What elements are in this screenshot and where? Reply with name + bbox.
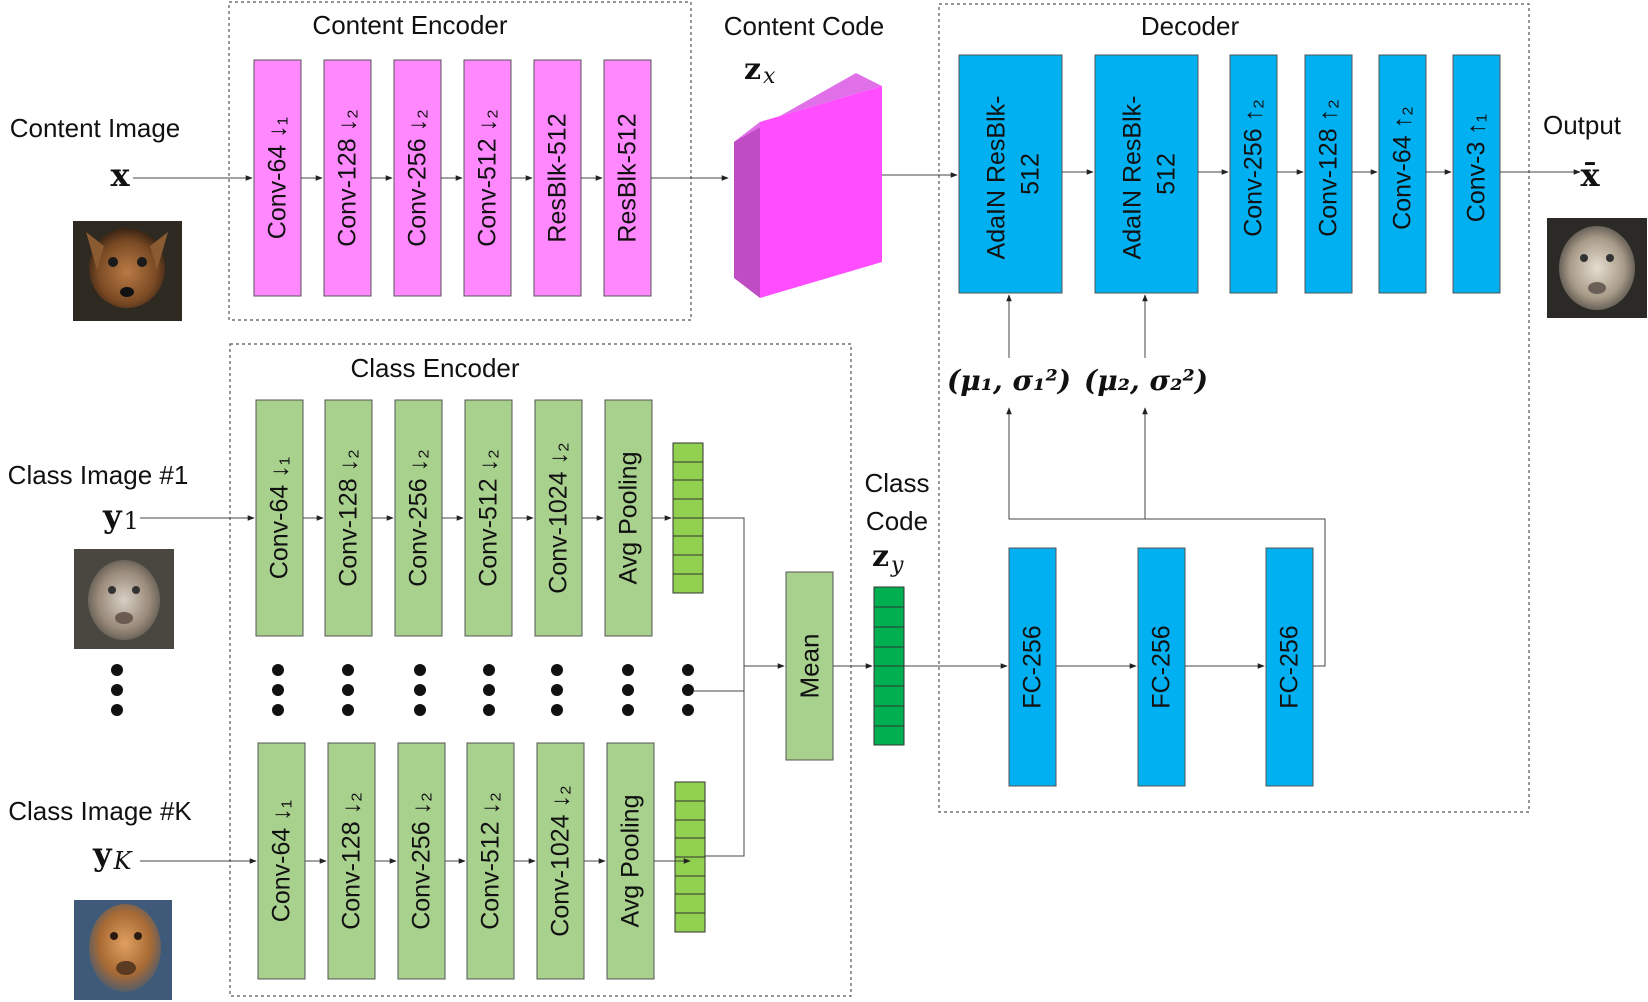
decoder-title: Decoder (1141, 11, 1240, 41)
adain-params-1: (μ₁, σ₁²) (947, 364, 1071, 397)
decoder-conv-block-3 (1378, 54, 1427, 294)
content-block-1 (253, 59, 302, 297)
lion-cub-photo-icon (1547, 218, 1647, 318)
class-block-5 (534, 399, 583, 637)
mean-label: Mean (795, 633, 825, 698)
decoder-blocks: AdaIN ResBlk- 512 AdaIN ResBlk- 512 Conv… (958, 54, 1501, 294)
adain-label-2: AdaIN ResBlk- 512 (1119, 89, 1181, 260)
y1-symbol: y1 (102, 497, 139, 535)
class-code-title-line1: Class (864, 468, 929, 498)
class-block-label-5: Conv-1024 ↓₂ (545, 442, 573, 593)
fc-blocks: FC-256 FC-256 FC-256 (1008, 547, 1314, 787)
decoder-conv-label-3: Conv-64 ↑₂ (1389, 106, 1417, 230)
content-block-2 (323, 59, 372, 297)
class-block-6 (604, 399, 653, 637)
adain-block-2 (1094, 54, 1199, 294)
content-block-3 (393, 59, 442, 297)
class-block-2 (324, 399, 373, 637)
content-encoder-title: Content Encoder (312, 10, 507, 40)
class-encoder-row-1: Conv-64 ↓₁ Conv-128 ↓₂ Conv-256 ↓₂ Conv-… (255, 399, 653, 637)
connectors (133, 169, 1581, 864)
class-feature-vector-1 (672, 442, 704, 594)
content-block-label-3: Conv-256 ↓₂ (404, 109, 432, 247)
adain-params-2: (μ₂, σ₂²) (1084, 364, 1208, 397)
content-block-label-6: ResBlk-512 (614, 113, 642, 242)
cougar-photo-icon (74, 900, 172, 1000)
class-encoder-frame (229, 343, 852, 997)
decoder-conv-label-4: Conv-3 ↑₁ (1463, 114, 1491, 222)
class-block-k-label-5: Conv-1024 ↓₂ (547, 785, 575, 936)
dog-photo-icon (73, 221, 182, 321)
zx-symbol: zx (744, 52, 776, 89)
content-block-label-4: Conv-512 ↓₂ (474, 109, 502, 247)
class-block-k-6 (606, 742, 655, 980)
class-code-vector (873, 586, 905, 746)
decoder-conv-label-1: Conv-256 ↑₂ (1240, 99, 1268, 237)
content-block-5 (533, 59, 582, 297)
class-block-3 (394, 399, 443, 637)
yk-symbol: yK (92, 835, 134, 875)
class-image-1-label: Class Image #1 (8, 460, 189, 490)
content-block-label-5: ResBlk-512 (544, 113, 572, 242)
class-block-label-3: Conv-256 ↓₂ (405, 449, 433, 587)
content-code-title: Content Code (724, 11, 884, 41)
x-hat-symbol: x̄ (1580, 156, 1600, 194)
class-encoder-row-k: Conv-64 ↓₁ Conv-128 ↓₂ Conv-256 ↓₂ Conv-… (257, 742, 655, 980)
class-block-k-4 (466, 742, 515, 980)
zy-symbol: zy (872, 539, 904, 578)
class-block-label-2: Conv-128 ↓₂ (335, 449, 363, 587)
x-symbol: x (110, 156, 130, 194)
adain-label-1: AdaIN ResBlk- 512 (983, 89, 1045, 260)
content-block-label-2: Conv-128 ↓₂ (334, 109, 362, 247)
content-block-6 (603, 59, 652, 297)
class-block-k-3 (397, 742, 446, 980)
class-block-4 (464, 399, 513, 637)
adain-block-1 (958, 54, 1063, 294)
class-code-title-line2: Code (866, 506, 928, 536)
class-block-label-6: Avg Pooling (615, 452, 643, 585)
decoder-conv-label-2: Conv-128 ↑₂ (1315, 99, 1343, 237)
content-block-label-1: Conv-64 ↓₁ (264, 117, 292, 239)
content-code-cube (734, 73, 882, 298)
class-block-k-label-3: Conv-256 ↓₂ (408, 792, 436, 930)
fc-block-2 (1137, 547, 1186, 787)
class-block-k-label-2: Conv-128 ↓₂ (338, 792, 366, 930)
class-block-k-1 (257, 742, 306, 980)
class-block-k-2 (327, 742, 376, 980)
class-block-k-label-1: Conv-64 ↓₁ (268, 800, 296, 922)
content-block-4 (463, 59, 512, 297)
content-encoder-blocks: Conv-64 ↓₁ Conv-128 ↓₂ Conv-256 ↓₂ Conv-… (253, 59, 652, 297)
class-block-k-label-4: Conv-512 ↓₂ (477, 792, 505, 930)
content-encoder-frame (228, 1, 692, 321)
class-block-label-1: Conv-64 ↓₁ (266, 457, 294, 579)
class-feature-vector-k (674, 781, 706, 933)
class-block-k-label-6: Avg Pooling (617, 795, 645, 928)
content-image-label: Content Image (10, 113, 181, 143)
fc-label-3: FC-256 (1276, 625, 1304, 708)
class-image-k-label: Class Image #K (8, 796, 192, 826)
decoder-conv-block-4 (1452, 54, 1501, 294)
decoder-conv-block-1 (1229, 54, 1278, 294)
ellipsis-dots (111, 664, 694, 716)
fc-label-1: FC-256 (1019, 625, 1047, 708)
fc-block-1 (1008, 547, 1057, 787)
decoder-conv-block-2 (1304, 54, 1353, 294)
decoder-frame (938, 3, 1530, 813)
class-block-k-5 (536, 742, 585, 980)
class-encoder-title: Class Encoder (350, 353, 519, 383)
class-block-label-4: Conv-512 ↓₂ (475, 449, 503, 587)
mean-block (785, 571, 834, 761)
cougar-photo-icon (74, 549, 174, 649)
fc-block-3 (1265, 547, 1314, 787)
output-label: Output (1543, 110, 1622, 140)
fc-label-2: FC-256 (1148, 625, 1176, 708)
